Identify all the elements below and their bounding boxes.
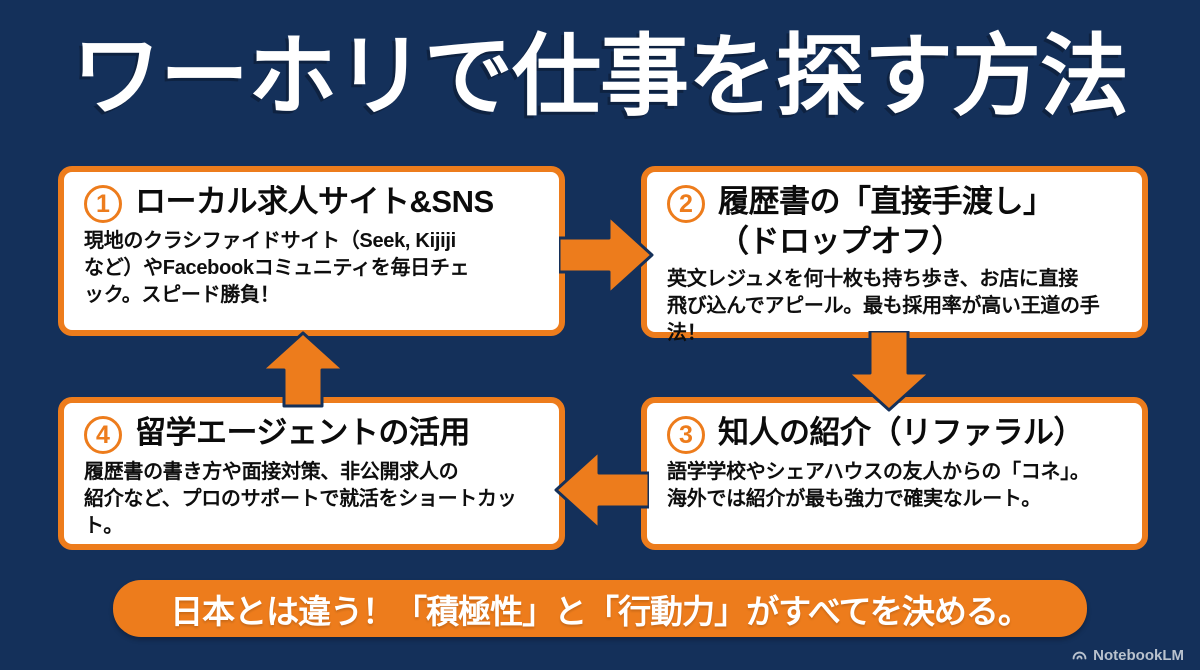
step-box-4: 4 留学エージェントの活用 履歴書の書き方や面接対策、非公開求人の 紹介など、プ… bbox=[58, 397, 565, 550]
step-4-number-badge: 4 bbox=[84, 416, 122, 454]
arrow-left-icon bbox=[554, 449, 649, 531]
step-1-number-badge: 1 bbox=[84, 185, 122, 223]
page-title: ワーホリで仕事を探す方法 bbox=[72, 26, 1129, 126]
notebooklm-watermark: NotebookLM bbox=[1071, 647, 1184, 664]
step-3-header: 3 知人の紹介（リファラル） bbox=[667, 413, 1124, 454]
step-1-body: 現地のクラシファイドサイト（Seek, Kijiji など）やFacebookコ… bbox=[84, 230, 470, 306]
step-2-title: 履歴書の「直接手渡し」 bbox=[718, 184, 1054, 219]
conclusion-text: 日本とは違う！「積極性」と「行動力」がすべてを決める。 bbox=[170, 592, 1031, 630]
step-3-body: 語学学校やシェアハウスの友人からの「コネ」。 海外では紹介が最も強力で確実なルー… bbox=[667, 461, 1090, 510]
arrow-right-icon bbox=[559, 214, 654, 296]
arrow-up-icon bbox=[260, 331, 346, 408]
step-box-2: 2 履歴書の「直接手渡し」 （ドロップオフ） 英文レジュメを何十枚も持ち歩き、お… bbox=[641, 166, 1148, 344]
step-4-title: 留学エージェントの活用 bbox=[135, 415, 470, 450]
notebooklm-logo-icon bbox=[1072, 651, 1087, 660]
step-3-number-badge: 3 bbox=[667, 416, 705, 454]
step-1-title: ローカル求人サイト&SNS bbox=[135, 184, 494, 219]
step-box-3: 3 知人の紹介（リファラル） 語学学校やシェアハウスの友人からの「コネ」。 海外… bbox=[641, 397, 1148, 550]
step-2-header: 2 履歴書の「直接手渡し」 （ドロップオフ） bbox=[667, 182, 1124, 261]
step-1-header: 1 ローカル求人サイト&SNS bbox=[84, 182, 541, 223]
step-2-number-badge: 2 bbox=[667, 185, 705, 223]
step-3-title: 知人の紹介（リファラル） bbox=[718, 415, 1085, 450]
step-4-body: 履歴書の書き方や面接対策、非公開求人の 紹介など、プロのサポートで就活をショート… bbox=[84, 461, 517, 537]
step-2-title-line2: （ドロップオフ） bbox=[718, 223, 962, 259]
notebooklm-label: NotebookLM bbox=[1093, 647, 1184, 664]
conclusion-banner: 日本とは違う！「積極性」と「行動力」がすべてを決める。 bbox=[113, 580, 1087, 637]
step-2-body: 英文レジュメを何十枚も持ち歩き、お店に直接 飛び込んでアピール。最も採用率が高い… bbox=[667, 268, 1100, 345]
step-box-1: 1 ローカル求人サイト&SNS 現地のクラシファイドサイト（Seek, Kiji… bbox=[58, 166, 565, 336]
arrow-down-icon bbox=[846, 331, 932, 412]
step-4-header: 4 留学エージェントの活用 bbox=[84, 413, 541, 454]
